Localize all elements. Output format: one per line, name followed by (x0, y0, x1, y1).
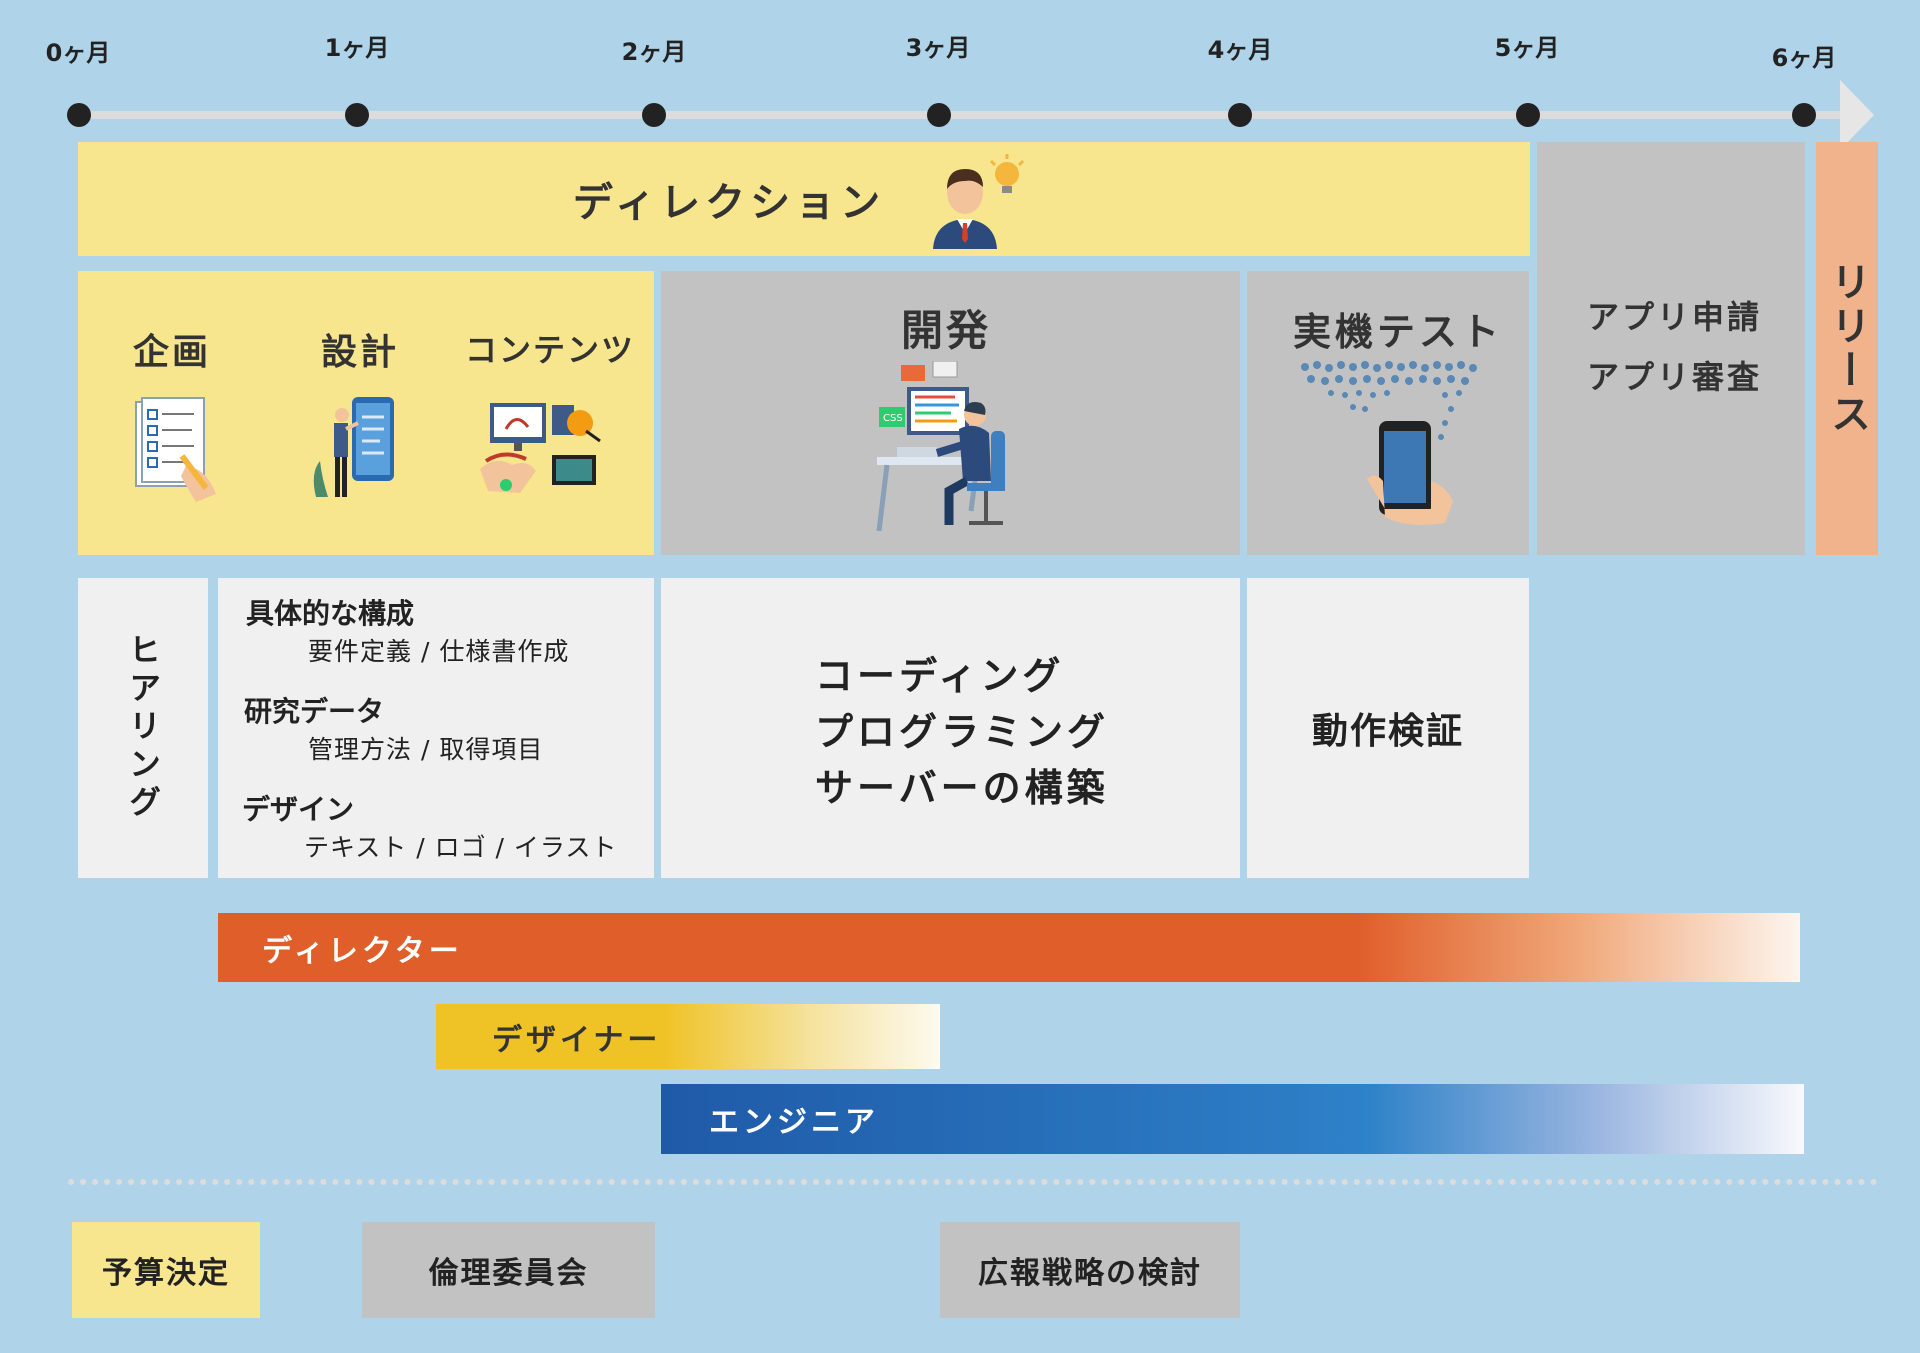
contents-label: コンテンツ (465, 331, 636, 369)
person-idea-icon (933, 154, 1025, 249)
planning-panel: 企画 設計 コンテンツ (78, 271, 654, 555)
dev-line: サーバーの構築 (815, 766, 1109, 810)
timeline-dot (67, 103, 91, 127)
month-label-2: 2ヶ月 (621, 38, 687, 66)
month-label-5: 5ヶ月 (1494, 34, 1560, 62)
timeline-dot (927, 103, 951, 127)
pr-label: 広報戦略の検討 (978, 1256, 1202, 1291)
timeline-dot (1792, 103, 1816, 127)
director-label: ディレクター (262, 933, 463, 969)
verification-label: 動作検証 (1311, 711, 1464, 752)
app-apply-label: アプリ申請 (1587, 298, 1763, 336)
designer-tablet-icon (313, 397, 394, 497)
release-column: リリース (1816, 142, 1878, 555)
kaihatsu-label: 開発 (901, 306, 992, 355)
timeline-dot (345, 103, 369, 127)
app-review-panel: アプリ申請 アプリ審査 (1537, 142, 1805, 555)
detail-sub: 管理方法 / 取得項目 (308, 735, 544, 764)
detail-heading: デザイン (242, 793, 355, 826)
month-label-3: 3ヶ月 (905, 34, 971, 62)
engineer-label: エンジニア (709, 1105, 879, 1140)
development-panel: 開発 CSS (661, 271, 1240, 555)
test-label: 実機テスト (1293, 310, 1504, 354)
app-review-label: アプリ審査 (1587, 358, 1763, 396)
checklist-icon (135, 397, 216, 502)
development-details-box: コーディング プログラミング サーバーの構築 (661, 578, 1240, 878)
budget-box: 予算決定 (72, 1222, 260, 1318)
contents-design-icon (480, 403, 601, 493)
detail-sub: 要件定義 / 仕様書作成 (308, 637, 570, 666)
verification-box: 動作検証 (1247, 578, 1529, 878)
detail-heading: 具体的な構成 (246, 597, 415, 630)
design-details-box: 具体的な構成 要件定義 / 仕様書作成 研究データ 管理方法 / 取得項目 デザ… (218, 578, 654, 878)
direction-band: ディレクション (78, 142, 1530, 256)
ethics-box: 倫理委員会 (362, 1222, 655, 1318)
dev-line: コーディング (815, 654, 1065, 698)
timeline-axis (78, 111, 1850, 119)
field-test-panel: 実機テスト (1247, 271, 1529, 555)
budget-label: 予算決定 (102, 1256, 230, 1291)
timeline-arrow-icon (1840, 80, 1874, 150)
divider-line (68, 1179, 1878, 1185)
direction-label: ディレクション (572, 180, 886, 226)
engineer-bar: エンジニア (661, 1084, 1804, 1154)
svg-text:CSS: CSS (883, 413, 903, 424)
detail-heading: 研究データ (244, 695, 385, 728)
smartphone-in-hand-icon (1301, 361, 1477, 525)
sekkei-label: 設計 (321, 332, 400, 373)
detail-sub: テキスト / ロゴ / イラスト (304, 833, 618, 862)
release-label: リリース (1824, 260, 1870, 437)
month-label-1: 1ヶ月 (324, 34, 390, 62)
designer-label: デザイナー (492, 1022, 662, 1058)
designer-bar: デザイナー (436, 1004, 940, 1069)
timeline-dot (1516, 103, 1540, 127)
hearing-label: ヒアリング (124, 633, 162, 823)
pr-box: 広報戦略の検討 (940, 1222, 1240, 1318)
month-label-4: 4ヶ月 (1207, 36, 1273, 64)
timeline-dot (1228, 103, 1252, 127)
dev-line: プログラミング (815, 710, 1110, 754)
director-bar: ディレクター (218, 913, 1800, 982)
ethics-label: 倫理委員会 (428, 1256, 589, 1291)
timeline-dot (642, 103, 666, 127)
kikaku-label: 企画 (133, 332, 212, 373)
developer-at-desk-icon: CSS (876, 361, 1005, 532)
month-label-6: 6ヶ月 (1771, 44, 1837, 72)
hearing-box: ヒアリング (78, 578, 208, 878)
month-label-0: 0ヶ月 (45, 39, 111, 67)
